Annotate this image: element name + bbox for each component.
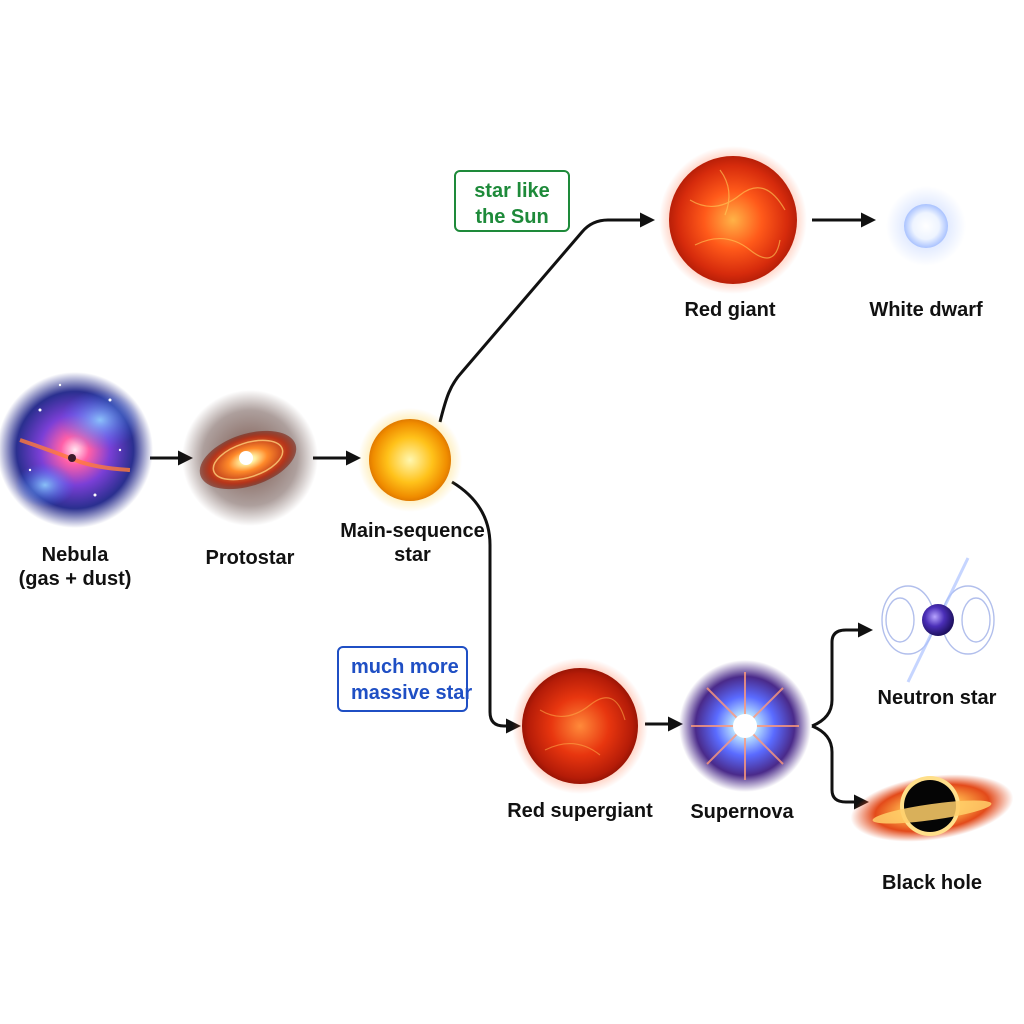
nebula-label: Nebula (gas + dust) — [0, 543, 150, 591]
branch-tag-sunlike: star like the Sun — [454, 170, 570, 232]
arrows — [150, 212, 876, 810]
main-sequence-label-line1: Main-sequence — [340, 520, 485, 542]
red-giant-image — [659, 146, 807, 294]
red-giant-label: Red giant — [684, 299, 776, 321]
white-dwarf-image — [886, 186, 966, 266]
supernova-image — [679, 660, 811, 792]
red-supergiant-image — [512, 658, 648, 794]
arrow-supernova-to-black-hole — [811, 724, 869, 810]
branch-tag-sunlike-line2: the Sun — [475, 206, 549, 228]
arrow-main-sequence-to-red-giant — [438, 212, 655, 423]
branch-tag-massive-line2: massive star — [351, 682, 473, 704]
nebula-label-line1: Nebula — [41, 544, 109, 566]
arrow-supernova-to-neutron-star — [811, 622, 873, 728]
white-dwarf-label: White dwarf — [869, 299, 983, 321]
main-sequence-label: Main-sequence star — [335, 519, 490, 567]
arrow-main-sequence-to-red-supergiant — [451, 480, 521, 734]
nebula-image — [0, 372, 153, 528]
nebula-label-line2: (gas + dust) — [18, 568, 132, 590]
neutron-star-image — [881, 557, 995, 683]
supernova-label: Supernova — [690, 801, 794, 823]
branch-tag-massive-line1: much more — [351, 656, 459, 678]
neutron-star-label: Neutron star — [877, 687, 997, 709]
protostar-image — [182, 390, 318, 526]
branch-tag-massive: much more massive star — [337, 646, 473, 712]
black-hole-image — [850, 774, 1014, 842]
main-sequence-label-line2: star — [394, 544, 431, 566]
main-sequence-star-image — [358, 408, 462, 512]
branch-tag-sunlike-line1: star like — [474, 180, 550, 202]
protostar-label: Protostar — [205, 547, 295, 569]
red-supergiant-label: Red supergiant — [507, 800, 653, 822]
black-hole-label: Black hole — [881, 872, 983, 894]
